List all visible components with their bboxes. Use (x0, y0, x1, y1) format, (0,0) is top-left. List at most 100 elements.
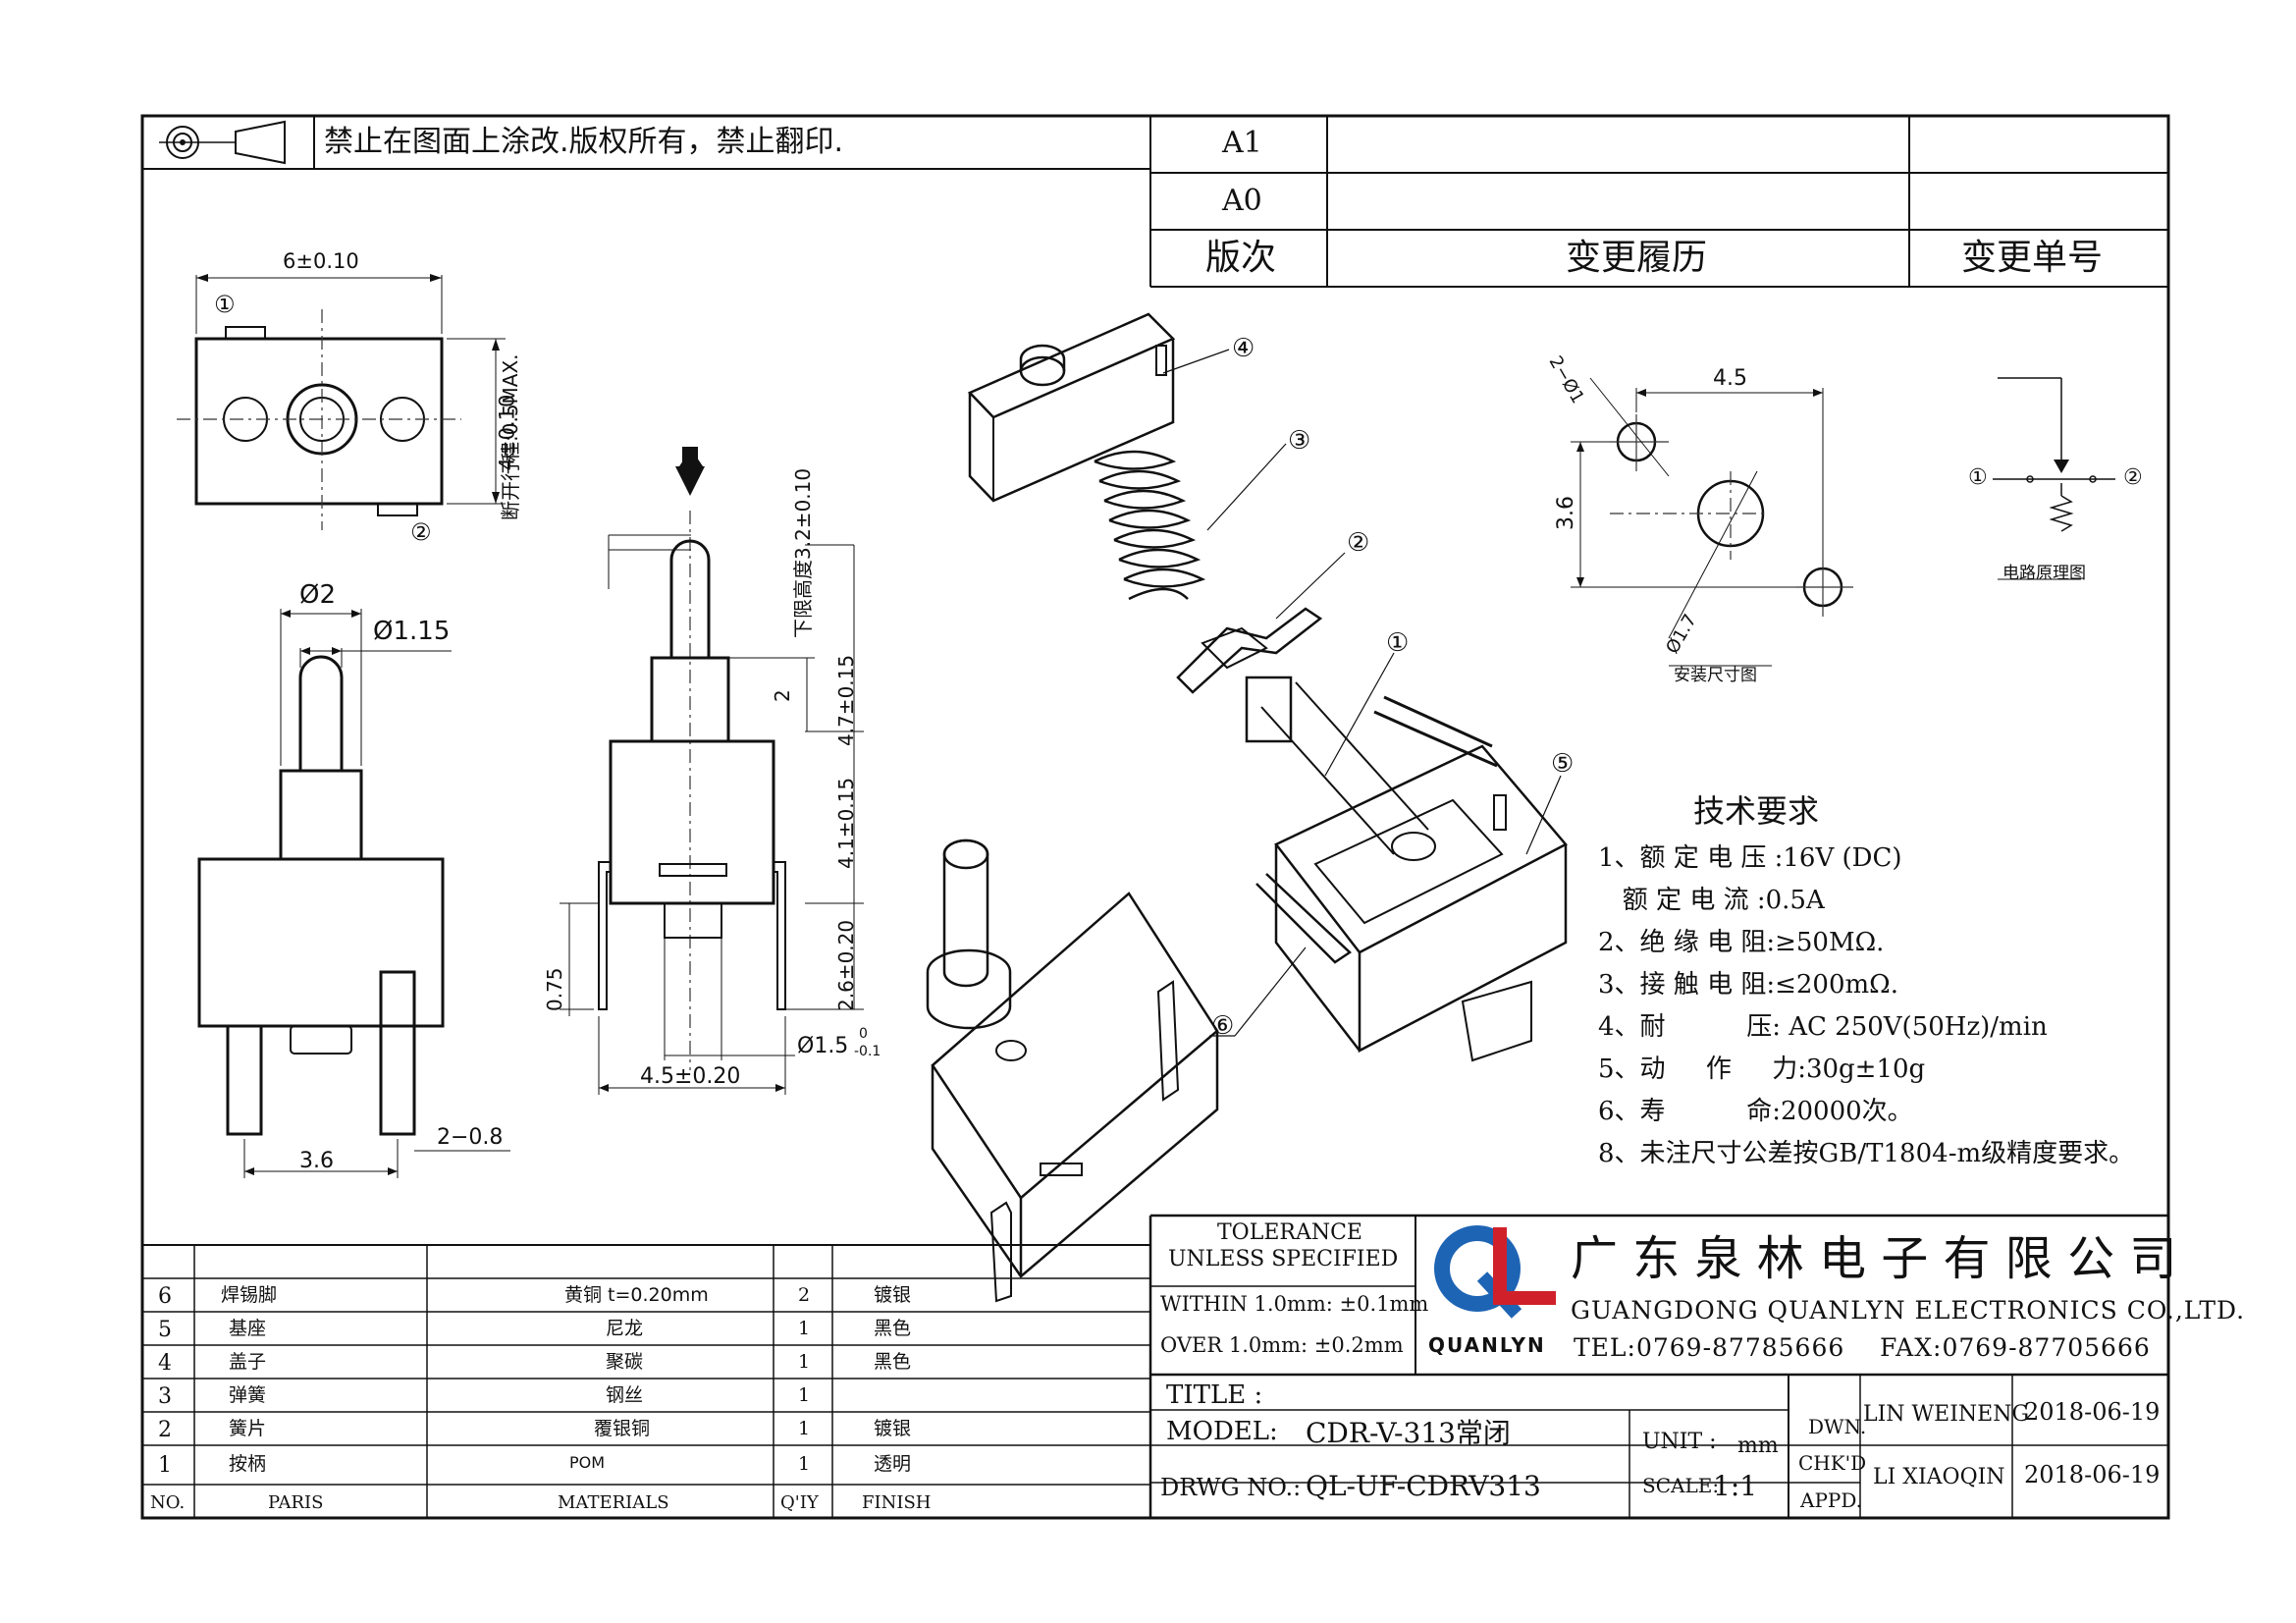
bom-no: 1 (158, 1453, 172, 1478)
callout-3: ③ (1288, 426, 1311, 456)
bom-row: 5 基座 尼龙 1 黑色 (142, 1312, 1150, 1345)
bom-table-lines (142, 1244, 1150, 1518)
dim-pitch: 3.6 (299, 1149, 334, 1173)
bom-finish: 镀银 (874, 1418, 912, 1439)
marker-1-top: ① (214, 291, 236, 318)
drawing-border (140, 114, 2170, 1520)
bom-header-qty: Q'IY (780, 1492, 819, 1513)
scale-value: 1:1 (1713, 1470, 1758, 1502)
mount-h: 3.6 (1554, 496, 1578, 530)
callout-5: ⑤ (1551, 749, 1575, 779)
bom-header-no: NO. (150, 1492, 186, 1513)
company-fax: FAX:0769-87705666 (1880, 1333, 2151, 1362)
bom-finish: 黑色 (874, 1351, 912, 1373)
tolerance-subtitle: UNLESS SPECIFIED (1168, 1247, 1399, 1271)
bom-row: 3 弹簧 钢丝 1 (142, 1379, 1150, 1412)
chk-label: CHK'D (1798, 1451, 1867, 1475)
tech-line: 4、耐 压: AC 250V(50Hz)/min (1598, 1012, 2048, 1042)
bom-qty: 1 (798, 1384, 811, 1406)
unit-value: mm (1737, 1434, 1779, 1458)
bom-part: 按柄 (229, 1453, 267, 1475)
checked-date: 2018-06-19 (2024, 1461, 2161, 1488)
bom-finish: 黑色 (874, 1318, 912, 1339)
bom-part: 簧片 (229, 1418, 267, 1439)
circuit-terminal-2: ② (2123, 465, 2143, 490)
side-view-drawing (197, 609, 510, 1178)
circuit-diagram (1993, 377, 2115, 580)
drawn-by: LIN WEINENG (1863, 1402, 2030, 1427)
dwn-label: DWN. (1808, 1415, 1867, 1438)
appd-label: APPD. (1800, 1488, 1863, 1512)
bom-finish: 透明 (874, 1453, 912, 1475)
dim-d15-tol-upper: 0 (859, 1026, 868, 1042)
unit-label: UNIT : (1642, 1430, 1717, 1454)
circuit-terminal-1: ① (1968, 465, 1988, 490)
circuit-caption: 电路原理图 (2002, 564, 2086, 583)
tech-line: 8、未注尺寸公差按GB/T1804-m级精度要求。 (1598, 1139, 2135, 1168)
bom-header-finish: FINISH (862, 1492, 932, 1513)
bom-part: 基座 (229, 1318, 267, 1339)
revision-header-change-no: 变更单号 (1961, 238, 2104, 278)
bom-no: 2 (158, 1418, 172, 1442)
drwg-value: QL-UF-CDRV313 (1306, 1470, 1541, 1502)
dim-h075: 0.75 (543, 967, 566, 1011)
dim-pin: 2−0.8 (437, 1125, 504, 1150)
bom-no: 5 (158, 1318, 172, 1342)
bom-material: 黄铜 t=0.20mm (564, 1284, 709, 1306)
bom-material: POM (569, 1453, 606, 1472)
revision-row-a0: A0 (1222, 184, 1262, 218)
scale-label: SCALE: (1642, 1474, 1720, 1497)
tech-line: 6、寿 命:20000次。 (1598, 1097, 1913, 1126)
company-logo-text: QUANLYN (1428, 1333, 1546, 1357)
tolerance-title: TOLERANCE (1217, 1220, 1362, 1245)
mount-caption: 安装尺寸图 (1674, 666, 1757, 685)
drwg-label: DRWG NO.: (1160, 1474, 1302, 1501)
bom-row: 4 盖子 聚碳 1 黑色 (142, 1345, 1150, 1379)
bom-finish: 镀银 (874, 1284, 912, 1306)
bom-qty: 1 (798, 1318, 811, 1339)
tolerance-over: OVER 1.0mm: ±0.2mm (1160, 1333, 1404, 1357)
bom-material: 钢丝 (606, 1384, 644, 1406)
model-value: CDR-V-313常闭 (1306, 1417, 1511, 1449)
revision-table-lines (1149, 116, 2168, 288)
bom-row: 1 按柄 POM 1 透明 (142, 1445, 1150, 1485)
tech-requirements: 1、额 定 电 压 :16V (DC) 额 定 电 流 :0.5A 2、绝 缘 … (1598, 838, 2134, 1175)
bom-header-material: MATERIALS (558, 1492, 669, 1513)
dim-d15-tol-lower: -0.1 (854, 1044, 881, 1059)
company-name-en: GUANGDONG QUANLYN ELECTRONICS CO.,LTD. (1571, 1296, 2246, 1325)
checked-by: LI XIAOQIN (1873, 1465, 2005, 1489)
notice-text: 禁止在图面上涂改.版权所有，禁止翻印. (324, 125, 844, 159)
company-logo-icon (1434, 1225, 1556, 1319)
bom-qty: 1 (798, 1418, 811, 1439)
bom-material: 覆银铜 (594, 1418, 651, 1439)
bom-header: NO. PARIS MATERIALS Q'IY FINISH (142, 1485, 1150, 1518)
dim-h41: 4.1±0.15 (834, 777, 858, 869)
callout-2: ② (1347, 528, 1370, 558)
dim-h2: 2 (771, 689, 794, 702)
revision-header-version: 版次 (1205, 238, 1277, 278)
mounting-view-drawing (1571, 377, 1853, 667)
dim-lower-height: 下限高度3.2±0.10 (791, 467, 815, 638)
bom-row: 2 簧片 覆银铜 1 镀银 (142, 1412, 1150, 1445)
dim-stroke: 断开行程:0.5MAX. (499, 353, 522, 520)
bom-part: 弹簧 (229, 1384, 267, 1406)
callout-1: ① (1386, 628, 1410, 658)
dim-d115: Ø1.15 (373, 617, 451, 646)
dim-d2: Ø2 (299, 580, 337, 610)
bom-no: 6 (158, 1284, 172, 1309)
bom-qty: 2 (798, 1284, 811, 1306)
bom-material: 尼龙 (606, 1318, 644, 1339)
bom-header-part: PARIS (268, 1492, 324, 1513)
titleblock-lines (1148, 1214, 2168, 1518)
dim-w45: 4.5±0.20 (640, 1064, 741, 1089)
callout-4: ④ (1232, 334, 1255, 363)
dim-h26: 2.6±0.20 (834, 919, 858, 1011)
company-name-cn: 广 东 泉 林 电 子 有 限 公 司 (1571, 1231, 2177, 1286)
revision-header-history: 变更履历 (1566, 238, 1708, 278)
bom-no: 3 (158, 1384, 172, 1409)
tech-title: 技术要求 (1693, 792, 1820, 830)
tech-line: 1、额 定 电 压 :16V (DC) (1598, 843, 1902, 873)
bom-material: 聚碳 (606, 1351, 644, 1373)
bom-qty: 1 (798, 1453, 811, 1475)
